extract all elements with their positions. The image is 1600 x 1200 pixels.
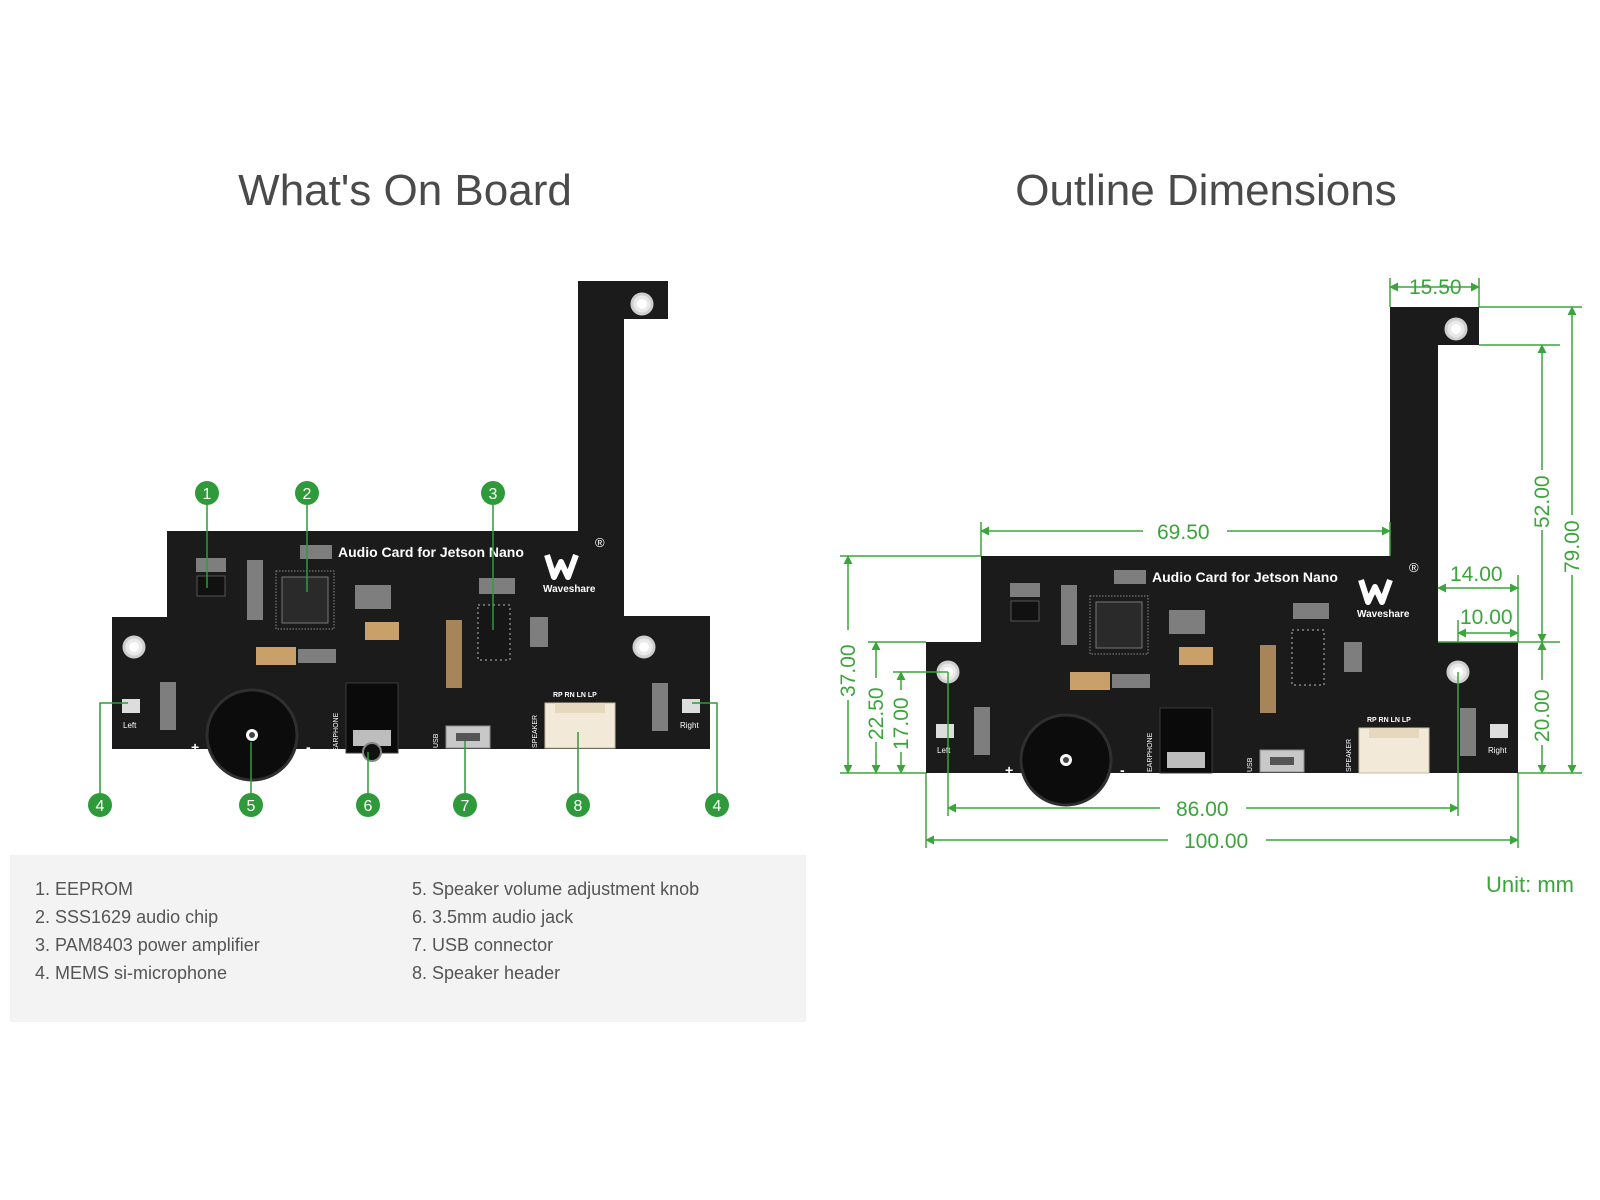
callout-marker: 1: [195, 481, 219, 505]
dimension-value: 20.00: [1531, 689, 1554, 742]
dimension-lines: [840, 278, 1582, 848]
legend-item: 4. MEMS si-microphone: [35, 963, 228, 983]
brand-label: Waveshare: [543, 584, 596, 595]
svg-text:2: 2: [303, 486, 312, 503]
title-outline-dimensions: Outline Dimensions: [1015, 166, 1397, 215]
dimension-value: 69.50: [1157, 521, 1210, 544]
svg-text:3: 3: [489, 486, 498, 503]
svg-text:7: 7: [461, 798, 470, 815]
svg-text:Right: Right: [1488, 746, 1507, 755]
legend-item: 1. EEPROM: [35, 879, 134, 899]
svg-text:Left: Left: [937, 746, 951, 755]
component-legend: 1. EEPROM 2. SSS1629 audio chip 3. PAM84…: [10, 855, 806, 1022]
board-name-label: Audio Card for Jetson Nano: [338, 544, 524, 560]
dimension-value: 37.00: [837, 644, 860, 697]
waveshare-logo: [1358, 578, 1393, 605]
dimension-value: 86.00: [1176, 798, 1229, 821]
legend-item: 7. USB connector: [412, 935, 554, 955]
svg-text:8: 8: [574, 798, 583, 815]
svg-text:+: +: [1005, 762, 1013, 778]
microphone-left: [122, 699, 140, 713]
callout-marker: 3: [481, 481, 505, 505]
eeprom-chip: [196, 575, 226, 597]
legend-item: 5. Speaker volume adjustment knob: [412, 879, 700, 899]
brand-label: Waveshare: [1357, 609, 1410, 620]
callout-marker: 8: [566, 793, 590, 817]
microphone-right: [1490, 724, 1508, 738]
svg-text:USB: USB: [433, 733, 440, 748]
svg-text:Right: Right: [680, 721, 699, 730]
svg-text:4: 4: [713, 798, 722, 815]
registered-mark: ®: [1409, 560, 1419, 575]
svg-text:SPEAKER: SPEAKER: [1346, 739, 1353, 772]
callout-marker: 2: [295, 481, 319, 505]
svg-text:SPEAKER: SPEAKER: [532, 715, 539, 748]
waveshare-logo: [544, 553, 579, 580]
svg-text:USB: USB: [1247, 757, 1254, 772]
audio-chip: [281, 576, 329, 624]
callout-marker: 5: [239, 793, 263, 817]
title-whats-on-board: What's On Board: [238, 166, 572, 215]
svg-text:1: 1: [203, 486, 212, 503]
callout-marker: 4: [705, 793, 729, 817]
callouts-left: [99, 504, 718, 798]
microphone-right: [682, 699, 700, 713]
dimension-value: 100.00: [1184, 830, 1248, 853]
svg-text:EARPHONE: EARPHONE: [1147, 732, 1154, 772]
audio-chip: [1095, 601, 1143, 649]
svg-text:4: 4: [96, 798, 105, 815]
svg-text:EARPHONE: EARPHONE: [333, 712, 340, 752]
microphone-left: [936, 724, 954, 738]
callout-marker: 6: [356, 793, 380, 817]
callout-marker: 4: [88, 793, 112, 817]
svg-text:RP RN LN LP: RP RN LN LP: [1367, 717, 1411, 724]
amplifier-chip: [477, 604, 511, 661]
board-name-label: Audio Card for Jetson Nano: [1152, 569, 1338, 585]
board-photo-left: Audio Card for Jetson Nano Waveshare ® L…: [112, 281, 710, 782]
dimension-value: 17.00: [890, 697, 913, 750]
legend-item: 2. SSS1629 audio chip: [35, 907, 219, 927]
callout-marker: 7: [453, 793, 477, 817]
dimension-value: 14.00: [1450, 563, 1503, 586]
svg-text:+: +: [191, 739, 199, 755]
svg-text:RP RN LN LP: RP RN LN LP: [553, 692, 597, 699]
amplifier-chip: [1291, 629, 1325, 686]
svg-text:5: 5: [247, 798, 256, 815]
svg-text:Left: Left: [123, 721, 137, 730]
legend-column: 5. Speaker volume adjustment knob 6. 3.5…: [412, 875, 699, 987]
svg-text:-: -: [1120, 762, 1125, 778]
unit-label: Unit: mm: [1486, 872, 1574, 897]
legend-column: 1. EEPROM 2. SSS1629 audio chip 3. PAM84…: [35, 875, 260, 987]
svg-text:-: -: [306, 739, 311, 755]
dimension-value: 22.50: [865, 687, 888, 740]
board-photo-right: Audio Card for Jetson Nano Waveshare ® L…: [926, 307, 1518, 807]
eeprom-chip: [1010, 600, 1040, 622]
legend-item: 3. PAM8403 power amplifier: [35, 935, 260, 955]
legend-item: 6. 3.5mm audio jack: [412, 907, 574, 927]
dimension-value: 10.00: [1460, 606, 1513, 629]
legend-item: 8. Speaker header: [412, 963, 561, 983]
dimension-value: 79.00: [1561, 520, 1584, 573]
dimension-value: 52.00: [1531, 475, 1554, 528]
registered-mark: ®: [595, 535, 605, 550]
dimension-value: 15.50: [1409, 276, 1462, 299]
svg-text:6: 6: [364, 798, 373, 815]
